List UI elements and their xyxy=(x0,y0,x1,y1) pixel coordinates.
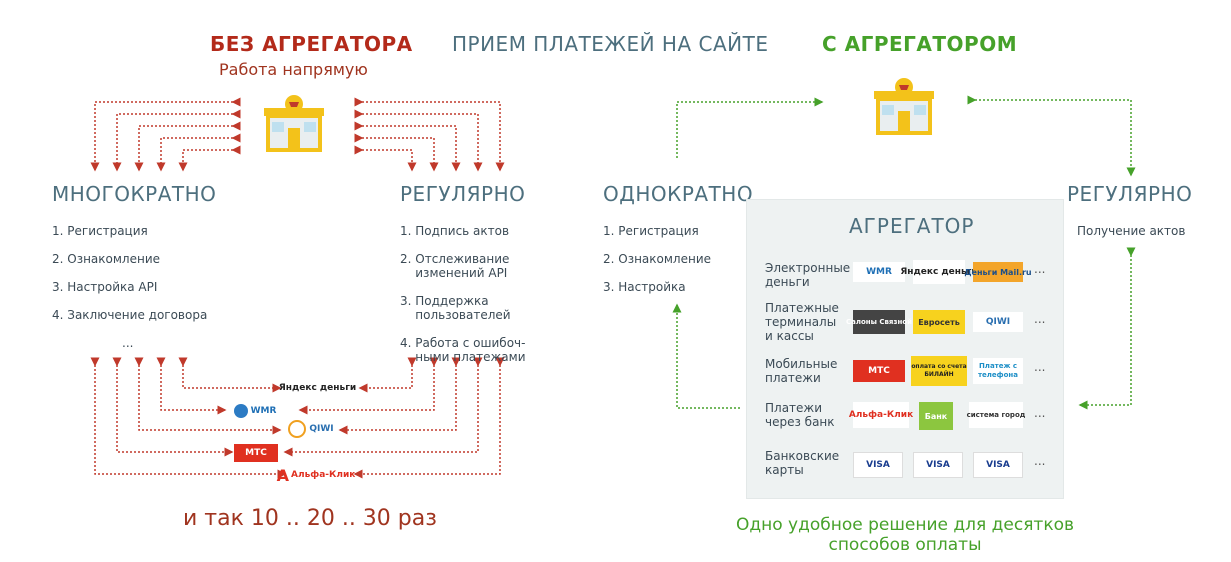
visa-card-logo: VISA xyxy=(973,452,1023,478)
row-label-bank: Платежи через банк xyxy=(765,401,835,429)
aggregator-box: АГРЕГАТОР Электронные деньги WMR Яндекс … xyxy=(746,199,1064,499)
mail-money-logo: Деньги Mail.ru xyxy=(964,262,1032,282)
more-dots: ... xyxy=(1034,406,1046,420)
once-list: 1. Регистрация 2. Ознакомление 3. Настро… xyxy=(603,224,711,308)
multi-list: 1. Регистрация 2. Ознакомление 3. Настро… xyxy=(52,224,207,364)
yandex-money-logo: Яндекс деньги xyxy=(900,260,978,284)
regular-list: 1. Подпись актов 2. Отслеживание изменен… xyxy=(400,224,526,378)
row-label-cards: Банковские карты xyxy=(765,449,840,477)
list-item: ... xyxy=(122,336,134,350)
list-item: 1. Регистрация xyxy=(52,224,148,238)
list-item: 3. Настройка xyxy=(603,280,686,294)
page-title: ПРИЕМ ПЛАТЕЖЕЙ НА САЙТЕ xyxy=(452,32,769,56)
list-item: 3. Настройка API xyxy=(52,280,158,294)
right-regular-item: Получение актов xyxy=(1077,224,1186,238)
more-dots: ... xyxy=(1034,312,1046,326)
mts-logo: МТС xyxy=(853,360,905,382)
wmr-logo: WMR xyxy=(853,262,905,282)
list-item: 4. Заключение договора xyxy=(52,308,208,322)
store-icon xyxy=(872,77,936,137)
wmr-logo: WMR xyxy=(229,401,281,421)
more-dots: ... xyxy=(1034,454,1046,468)
phone-payment-logo: Платеж с телефона xyxy=(973,358,1023,384)
left-subtitle: Работа напрямую xyxy=(219,60,368,79)
visa-card-logo: VISA xyxy=(853,452,903,478)
mts-logo: МТС xyxy=(234,444,278,462)
right-title: С АГРЕГАТОРОМ xyxy=(822,32,1018,56)
alfa-click-logo: Альфа-Клик xyxy=(849,402,913,428)
qiwi-logo: QIWI xyxy=(286,418,336,440)
left-footer: и так 10 .. 20 .. 30 раз xyxy=(183,506,437,531)
yandex-money-logo: Яндекс деньги xyxy=(278,383,357,393)
right-footer: Одно удобное решение для десятков способ… xyxy=(735,515,1075,555)
qiwi-logo: QIWI xyxy=(973,312,1023,332)
euroset-logo: Евросеть xyxy=(913,310,965,334)
more-dots: ... xyxy=(1034,262,1046,276)
beeline-logo: оплата со счета БИЛАЙН xyxy=(911,356,967,386)
aggregator-title: АГРЕГАТОР xyxy=(849,214,975,238)
row-label-emoney: Электронные деньги xyxy=(765,261,851,289)
bank-logo: Банк xyxy=(919,402,953,430)
visa-card-logo: VISA xyxy=(913,452,963,478)
list-item: 2. Отслеживание изменений API xyxy=(400,252,510,280)
left-title: БЕЗ АГРЕГАТОРА xyxy=(210,32,413,56)
multi-title: МНОГОКРАТНО xyxy=(52,182,217,206)
svyaznoy-logo: Салоны Связной xyxy=(846,310,912,334)
once-title: ОДНОКРАТНО xyxy=(603,182,754,206)
row-label-mobile: Мобильные платежи xyxy=(765,357,838,385)
more-dots: ... xyxy=(1034,360,1046,374)
row-label-terminals: Платежные терминалы и кассы xyxy=(765,301,839,343)
list-item: 3. Поддержка пользователей xyxy=(400,294,511,322)
list-item: 4. Работа с ошибоч- ными платежами xyxy=(400,336,526,364)
list-item: 2. Ознакомление xyxy=(603,252,712,266)
list-item: 2. Ознакомление xyxy=(52,252,161,266)
regular-title: РЕГУЛЯРНО xyxy=(400,182,526,206)
system-city-logo: система город xyxy=(967,402,1025,428)
store-icon xyxy=(262,94,326,154)
list-item: 1. Регистрация xyxy=(603,224,699,238)
right-regular-title: РЕГУЛЯРНО xyxy=(1067,182,1193,206)
list-item: 1. Подпись актов xyxy=(400,224,510,238)
